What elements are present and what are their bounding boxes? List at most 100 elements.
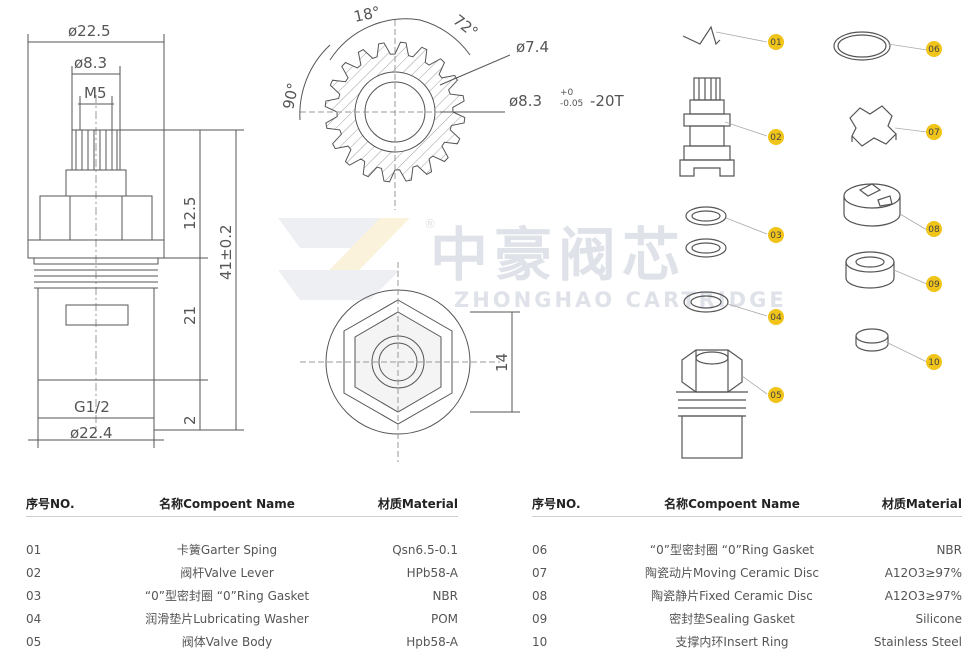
dim-d8-3-spline: ø8.3 bbox=[509, 92, 542, 110]
cell-no: 02 bbox=[26, 566, 42, 580]
callout-label-01: 01 bbox=[770, 38, 781, 48]
callout-label-07: 07 bbox=[928, 128, 939, 138]
cell-name: 密封垫Sealing Gasket bbox=[669, 612, 795, 626]
dim-m5: M5 bbox=[84, 84, 107, 102]
callout-circle-06 bbox=[926, 41, 942, 57]
callout-circle-02 bbox=[768, 129, 784, 145]
dim-tol-lower: -0.05 bbox=[560, 99, 583, 109]
table-row: 02 阀杆Valve Lever HPb58-A bbox=[26, 562, 458, 585]
table-header: 序号NO. 名称Compoent Name 材质Material bbox=[532, 494, 962, 517]
callout-circle-08 bbox=[926, 221, 942, 237]
cell-material: HPb58-A bbox=[406, 566, 458, 580]
cell-no: 08 bbox=[532, 589, 548, 603]
callout-circle-01 bbox=[768, 34, 784, 50]
cell-no: 01 bbox=[26, 543, 42, 557]
cell-name: “0”型密封圈 “0”Ring Gasket bbox=[144, 589, 310, 603]
table-row: 08 陶瓷静片Fixed Ceramic Disc A12O3≥97% bbox=[532, 585, 962, 608]
dim-g12: G1/2 bbox=[74, 398, 110, 416]
callout-label-04: 04 bbox=[770, 313, 782, 323]
dim-spline-teeth: -20T bbox=[590, 92, 624, 110]
dim-a18: 18° bbox=[352, 3, 382, 26]
part-10-insert-ring bbox=[855, 328, 889, 352]
part-07-moving-disc bbox=[849, 105, 897, 147]
cell-name: 阀杆Valve Lever bbox=[180, 566, 274, 580]
side-view bbox=[27, 34, 244, 448]
part-04-washer bbox=[683, 291, 729, 313]
part-03-oring-a bbox=[685, 206, 727, 226]
cell-no: 04 bbox=[26, 612, 42, 626]
table-row: 10 支撑内环Insert Ring Stainless Steel bbox=[532, 631, 962, 654]
dim-d8-3: ø8.3 bbox=[74, 54, 107, 72]
cell-no: 10 bbox=[532, 635, 548, 649]
exploded-parts bbox=[676, 25, 928, 459]
cell-material: Stainless Steel bbox=[873, 635, 962, 649]
logo-registered: ® bbox=[424, 217, 436, 231]
dim-d7-4: ø7.4 bbox=[516, 38, 549, 56]
callout-circle-05 bbox=[768, 387, 784, 403]
header-name: 名称Compoent Name bbox=[664, 497, 800, 511]
header-no: 序号NO. bbox=[26, 497, 75, 511]
part-09-sealing-gasket bbox=[845, 251, 895, 289]
logo-watermark: ® bbox=[278, 217, 436, 300]
cell-no: 09 bbox=[532, 612, 548, 626]
table-row: 03 “0”型密封圈 “0”Ring Gasket NBR bbox=[26, 585, 458, 608]
watermark-cn: 中豪阀芯 bbox=[430, 221, 687, 289]
table-row: 06 “0”型密封圈 “0”Ring Gasket NBR bbox=[532, 539, 962, 562]
table-row: 09 密封垫Sealing Gasket Silicone bbox=[532, 608, 962, 631]
top-view bbox=[300, 262, 520, 462]
side-view-labels: ø22.5 ø8.3 M5 G1/2 ø22.4 12.5 41±0.2 21 … bbox=[68, 22, 235, 442]
dim-d22-5: ø22.5 bbox=[68, 22, 111, 40]
cell-name: 陶瓷静片Fixed Ceramic Disc bbox=[651, 589, 813, 603]
cell-name: 阀体Valve Body bbox=[181, 635, 273, 649]
cell-material: Qsn6.5-0.1 bbox=[392, 543, 458, 557]
cell-name: “0”型密封圈 “0”Ring Gasket bbox=[649, 543, 815, 557]
callout-circle-03 bbox=[768, 227, 784, 243]
part-05-valve-body bbox=[676, 349, 748, 459]
callout-circle-04 bbox=[768, 309, 784, 325]
header-material: 材质Material bbox=[377, 497, 458, 511]
dim-h21: 21 bbox=[181, 306, 199, 325]
cell-material: POM bbox=[430, 612, 458, 626]
table-row: 04 润滑垫片Lubricating Washer POM bbox=[26, 608, 458, 631]
callout-label-09: 09 bbox=[928, 280, 940, 290]
cell-name: 支撑内环Insert Ring bbox=[675, 635, 789, 649]
dim-d22-4: ø22.4 bbox=[70, 424, 113, 442]
header-material: 材质Material bbox=[881, 497, 962, 511]
callout-label-08: 08 bbox=[928, 225, 940, 235]
dim-a72: 72° bbox=[450, 11, 482, 42]
dim-h14: 14 bbox=[493, 353, 511, 372]
callout-label-06: 06 bbox=[928, 45, 940, 55]
watermark-en: ZHONGHAO CARTRIDGE bbox=[454, 288, 787, 312]
top-view-labels: 14 bbox=[493, 353, 511, 372]
cell-material: NBR bbox=[432, 589, 458, 603]
dim-h12-5: 12.5 bbox=[181, 197, 199, 230]
callout-label-02: 02 bbox=[770, 133, 781, 143]
cell-material: A12O3≥97% bbox=[884, 566, 962, 580]
part-02-valve-lever bbox=[679, 77, 735, 177]
cell-material: Hpb58-A bbox=[406, 635, 458, 649]
watermark: 中豪阀芯 ZHONGHAO CARTRIDGE bbox=[430, 208, 787, 312]
callout-circle-07 bbox=[926, 124, 942, 140]
part-03-oring-b bbox=[685, 238, 727, 258]
dim-a90: 90° bbox=[279, 81, 302, 111]
cell-material: A12O3≥97% bbox=[884, 589, 962, 603]
part-08-fixed-disc bbox=[843, 183, 901, 227]
parts-table-2: 序号NO. 名称Compoent Name 材质Material 06 “0”型… bbox=[532, 494, 962, 654]
callout-label-03: 03 bbox=[770, 231, 781, 241]
dim-tol-upper: +0 bbox=[560, 88, 574, 98]
table-row: 07 陶瓷动片Moving Ceramic Disc A12O3≥97% bbox=[532, 562, 962, 585]
technical-drawing: ® bbox=[27, 3, 942, 462]
header-name: 名称Compoent Name bbox=[159, 497, 295, 511]
part-01-spring bbox=[682, 25, 721, 46]
table-row: 01 卡簧Garter Sping Qsn6.5-0.1 bbox=[26, 539, 458, 562]
parts-table-1: 序号NO. 名称Compoent Name 材质Material 01 卡簧Ga… bbox=[26, 494, 458, 654]
spline-section bbox=[299, 18, 511, 210]
callout-label-10: 10 bbox=[928, 358, 940, 368]
callout-circle-09 bbox=[926, 276, 942, 292]
dim-h41: 41±0.2 bbox=[217, 224, 235, 280]
cell-no: 03 bbox=[26, 589, 42, 603]
cell-name: 润滑垫片Lubricating Washer bbox=[145, 612, 309, 626]
callout-circle-10 bbox=[926, 354, 942, 370]
cell-material: NBR bbox=[936, 543, 962, 557]
